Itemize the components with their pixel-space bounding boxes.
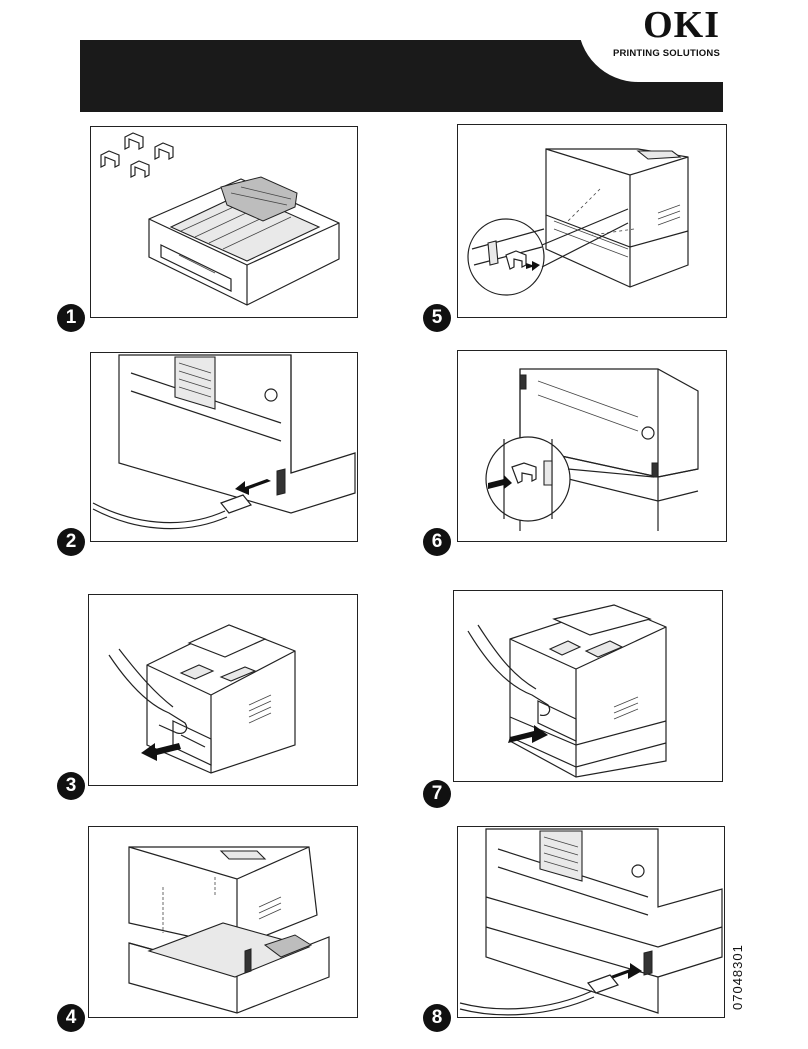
lower-printer-drawing	[89, 827, 357, 1017]
step-badge-6: 6	[423, 528, 451, 556]
insert-right-clip-drawing	[458, 351, 726, 541]
step-4-illustration	[88, 826, 358, 1018]
step-badge-5: 5	[423, 304, 451, 332]
insert-left-clip-drawing	[458, 125, 726, 317]
remove-tray-drawing	[89, 595, 357, 785]
step-badge-8: 8	[423, 1004, 451, 1032]
reconnect-cord-drawing	[458, 827, 724, 1017]
step-badge-2: 2	[57, 528, 85, 556]
step-1-illustration	[90, 126, 358, 318]
document-code: 07048301	[730, 944, 745, 1010]
step-7-illustration	[453, 590, 723, 782]
step-8-illustration	[457, 826, 725, 1018]
step-badge-3: 3	[57, 772, 85, 800]
oki-logo: OKI PRINTING SOLUTIONS	[610, 6, 720, 64]
logo-text: OKI	[610, 6, 720, 44]
step-2-illustration	[90, 352, 358, 542]
step-3-illustration	[88, 594, 358, 786]
unplug-drawing	[91, 353, 357, 541]
tray-unit-drawing	[91, 127, 357, 317]
step-badge-7: 7	[423, 780, 451, 808]
step-6-illustration	[457, 350, 727, 542]
step-5-illustration	[457, 124, 727, 318]
reinsert-tray-drawing	[454, 591, 722, 781]
step-badge-4: 4	[57, 1004, 85, 1032]
locking-clip-icon	[101, 133, 173, 177]
logo-tagline: PRINTING SOLUTIONS	[610, 48, 720, 59]
step-badge-1: 1	[57, 304, 85, 332]
